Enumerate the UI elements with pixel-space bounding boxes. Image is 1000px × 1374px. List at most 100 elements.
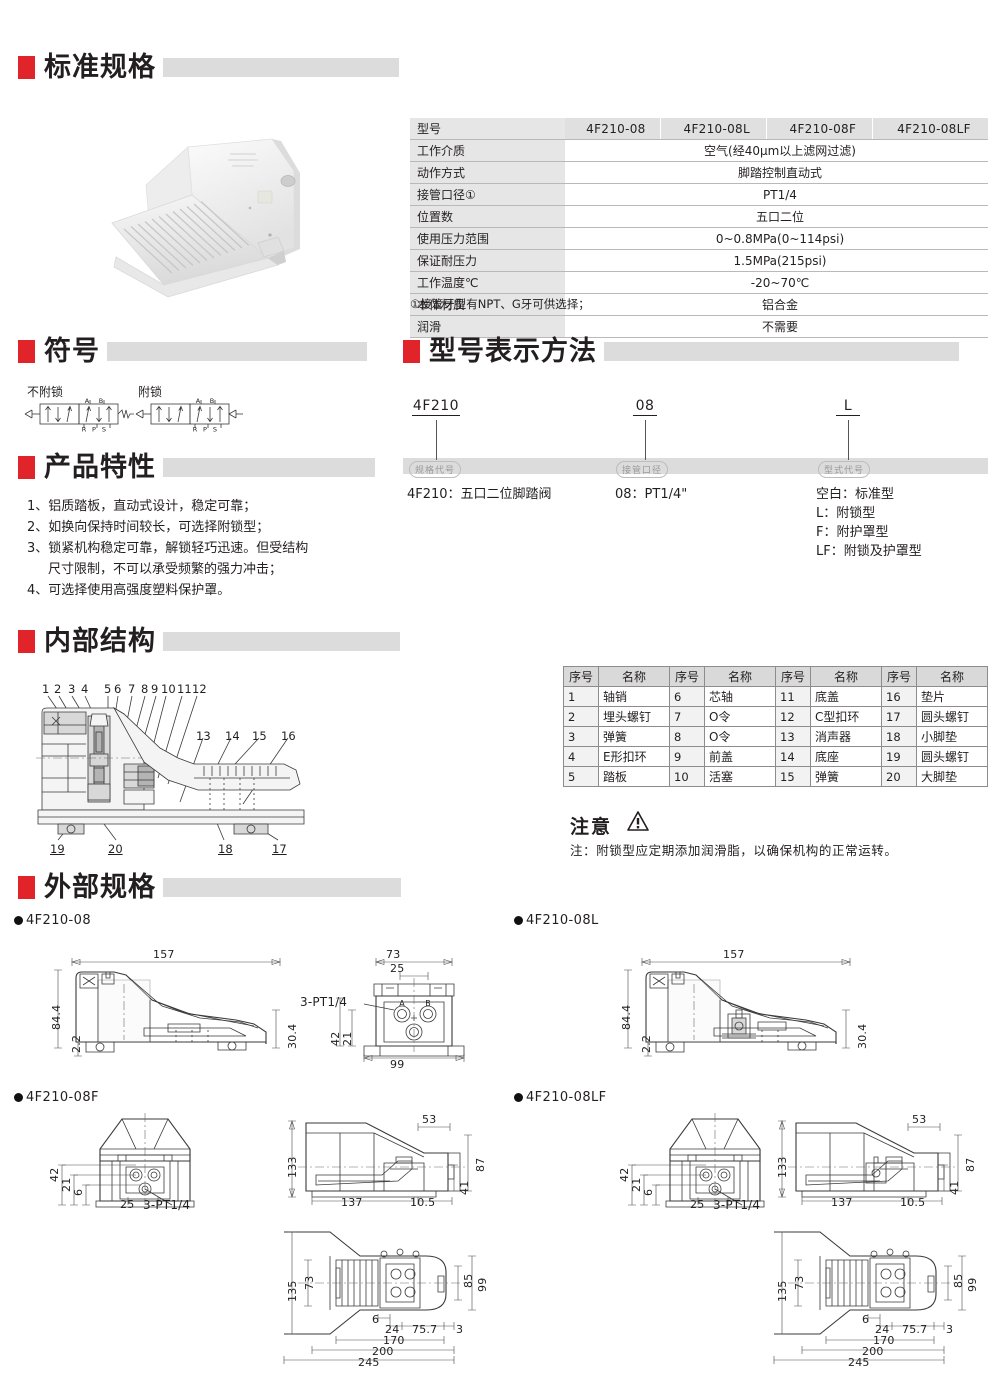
variant-label-4f210-08f: 4F210-08F [14,1090,99,1105]
bullet-dot-icon [14,916,23,925]
section-title-model-code: 型号表示方法 [429,335,597,367]
part-name: 前盖 [704,746,776,767]
list-item: 1、铝质踏板，直动式设计，稳定可靠； [27,499,257,514]
callout-5: 5 [104,682,112,696]
model-code-tag-1: 接管口径 [616,461,669,478]
part-name: 踏板 [598,766,670,787]
part-number: 12 [775,706,811,727]
parts-header-cell: 序号 [775,666,811,687]
part-name: C型扣环 [810,706,882,727]
part-number: 20 [881,766,917,787]
dim-84-4: 84.4 [620,1004,633,1030]
part-number: 2 [563,706,599,727]
svg-text:S: S [213,426,217,434]
spec-row-label: 接管口径① [410,183,565,206]
bullet-dot-icon [514,916,523,925]
dim-157: 157 [153,948,175,961]
part-number: 9 [669,746,705,767]
part-name: O令 [704,706,776,727]
model-code-desc-line: F：附护罩型 [816,525,889,540]
drawing-4f210-08f-front [40,1105,250,1215]
part-number: 14 [775,746,811,767]
dim-3: 3 [946,1323,954,1336]
variant-name: 4F210-08 [26,913,91,928]
heading-bullet-icon [18,875,35,899]
model-code-desc-line: 空白：标准型 [816,487,895,502]
parts-table-header-row: 序号 名称 序号 名称 序号 名称 序号 名称 [563,666,988,687]
dim-200: 200 [862,1345,884,1358]
part-name: 垫片 [916,686,988,707]
callout-9: 9 [151,682,159,696]
part-name: 消声器 [810,726,882,747]
model-code-desc-line: 08：PT1/4" [615,487,688,502]
dim-85: 85 [952,1273,965,1288]
table-row: 2 埋头螺钉 7 O令 12 C型扣环 17 圆头螺钉 [563,706,988,727]
part-name: O令 [704,726,776,747]
drawing-4f210-08f-side [278,1105,478,1210]
symbol-diagram-1: A B R P S [133,397,253,434]
dim-25: 25 [390,962,405,975]
part-number: 13 [775,726,811,747]
heading-bar [163,57,399,77]
part-number: 1 [563,686,599,707]
port-callout-3-pt1-4: 3-PT1/4 [300,995,348,1009]
callout-18: 18 [218,842,233,856]
standard-spec-table: 型号 4F210-08 4F210-08L 4F210-08F 4F210-08… [410,118,988,338]
part-number: 17 [881,706,917,727]
dim-53: 53 [912,1113,927,1126]
part-name: 底盖 [810,686,882,707]
spec-row-value: 1.5MPa(215psi) [565,249,988,272]
dim-84-4: 84.4 [50,1004,63,1030]
part-name: 轴销 [598,686,670,707]
dim-170: 170 [383,1334,405,1347]
dim-6: 6 [862,1313,870,1326]
svg-text:A: A [399,999,405,1008]
table-row: 位置数 五口二位 [410,205,988,228]
dim-73: 73 [793,1275,806,1290]
bullet-dot-icon [514,1093,523,1102]
svg-text:B: B [425,999,431,1008]
dim-2-2: 2.2 [70,1034,83,1053]
table-row: 润滑 不需要 [410,315,988,338]
model-code-desc-2: 空白：标准型 L：附锁型 F：附护罩型 LF：附锁及护罩型 [816,485,922,561]
callout-14: 14 [225,729,240,743]
table-row: 1 轴销 6 芯轴 11 底盖 16 垫片 [563,686,988,707]
svg-text:A: A [85,397,90,405]
callout-15: 15 [252,729,267,743]
part-name: 圆头螺钉 [916,706,988,727]
drawing-4f210-08-side [40,948,290,1063]
callout-11: 11 [177,682,192,696]
model-code-desc-line: L：附锁型 [816,506,876,521]
variant-label-4f210-08lf: 4F210-08LF [514,1090,607,1105]
part-number: 7 [669,706,705,727]
parts-header-cell: 名称 [916,666,988,687]
symbol-label-1: 附锁 [138,385,163,399]
dim-137: 137 [341,1196,363,1209]
dim-30-4: 30.4 [286,1023,299,1049]
spec-model-cell-0: 4F210-08 [565,118,661,140]
model-code-leader-0 [436,420,438,460]
part-name: 埋头螺钉 [598,706,670,727]
dim-157: 157 [723,948,745,961]
drawing-4f210-08l-side [610,948,860,1063]
spec-row-label: 使用压力范围 [410,227,565,250]
part-name: 活塞 [704,766,776,787]
symbol-label-0: 不附锁 [27,385,64,399]
drawing-4f210-08lf-side [768,1105,968,1210]
list-item: 尺寸限制，不可以承受频繁的强力冲击； [48,562,283,577]
part-name: 弹簧 [598,726,670,747]
part-name: 芯轴 [704,686,776,707]
model-code-leader-1 [645,420,647,460]
heading-bar [604,341,959,361]
callout-2: 2 [54,682,62,696]
dim-135: 135 [776,1280,789,1302]
dim-99: 99 [966,1277,979,1292]
dim-99: 99 [390,1058,405,1071]
dim-133: 133 [286,1156,299,1178]
model-code-tag-0: 规格代号 [409,461,462,478]
spec-model-cell-3: 4F210-08LF [872,118,988,140]
part-number: 16 [881,686,917,707]
dim-53: 53 [422,1113,437,1126]
dim-10-5: 10.5 [900,1196,926,1209]
dim-6: 6 [372,1313,380,1326]
